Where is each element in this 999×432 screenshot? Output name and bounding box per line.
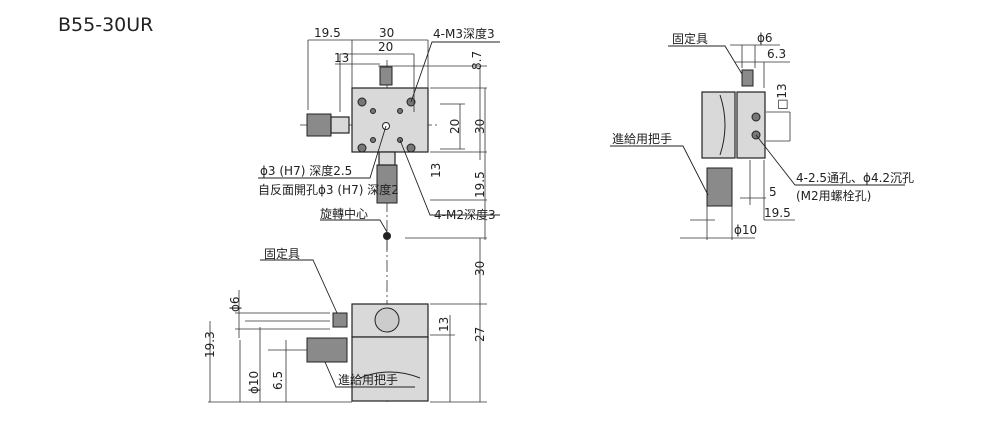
scale-marks <box>359 371 421 379</box>
stage-base <box>351 336 429 402</box>
top-view: 19.5 30 20 13 8.7 20 30 13 19.5 4-M3深度3 … <box>258 26 500 250</box>
feed-knob <box>306 337 348 363</box>
m2-hole <box>370 137 376 143</box>
dim-13: 13 <box>334 51 349 65</box>
rotation-center-mark <box>383 232 391 240</box>
dim-20: 20 <box>378 40 393 54</box>
dim-8-7: 8.7 <box>470 51 484 70</box>
knob-shaft-bottom <box>378 151 396 166</box>
label-feed-handle: 進給用把手 <box>338 373 398 387</box>
m2-hole <box>397 108 403 114</box>
dim-27: 27 <box>473 327 487 342</box>
dim-19-5: 19.5 <box>764 206 791 220</box>
label-back-hole: 自反面開孔ϕ3 (H7) 深度2 <box>258 182 399 197</box>
stage-body <box>351 87 429 153</box>
dim-19-5-right: 19.5 <box>473 171 487 198</box>
label-bolt-holes: (M2用螺栓孔) <box>796 188 871 203</box>
label-rotation-center: 旋轉中心 <box>320 206 368 221</box>
label-feed-handle: 進給用把手 <box>612 132 672 146</box>
clamp <box>332 312 348 328</box>
dim-30: 30 <box>379 26 394 40</box>
label-phi3-h7: ϕ3 (H7) 深度2.5 <box>260 163 352 178</box>
dim-phi6: ϕ6 <box>228 296 242 312</box>
label-clamp: 固定具 <box>264 246 300 261</box>
dim-19-3: 19.3 <box>203 331 217 358</box>
dim-5: 5 <box>769 185 777 199</box>
feed-knob <box>706 167 733 207</box>
m2-hole <box>370 108 376 114</box>
dim-20-right: 20 <box>448 119 462 134</box>
m3-hole <box>357 97 367 107</box>
bolt-hole <box>751 112 761 122</box>
label-through-holes: 4-2.5通孔、ϕ4.2沉孔 <box>796 171 914 185</box>
dim-phi6: ϕ6 <box>757 31 773 45</box>
stage-side <box>736 91 766 159</box>
scale-plate <box>701 91 736 159</box>
label-4-m3-depth3: 4-M3深度3 <box>433 26 495 41</box>
dim-30-right: 30 <box>473 119 487 134</box>
dim-square-13: □13 <box>775 83 789 110</box>
clamp <box>741 69 754 87</box>
label-4-m2-depth3: 4-M2深度3 <box>434 207 496 222</box>
side-view: ϕ6 6.3 □13 5 19.5 ϕ10 固定具 進給用把手 4-2.5通孔、… <box>610 31 914 240</box>
dim-19-5: 19.5 <box>314 26 341 40</box>
m3-hole <box>406 143 416 153</box>
rotary-disk <box>374 307 400 333</box>
dim-6-3: 6.3 <box>767 47 786 61</box>
front-view: ϕ6 19.3 ϕ10 6.5 30 13 27 固定具 進給用把手 <box>203 238 487 403</box>
feed-knob <box>306 113 332 137</box>
dim-6-5: 6.5 <box>271 371 285 390</box>
dim-30: 30 <box>473 261 487 276</box>
knob-shaft <box>330 116 350 134</box>
scale-arc <box>719 94 726 156</box>
product-model-title: B55-30UR <box>58 14 154 36</box>
clamp <box>379 66 393 86</box>
dim-13-right: 13 <box>429 163 443 178</box>
dim-phi10: ϕ10 <box>247 371 261 394</box>
dim-13: 13 <box>437 317 451 332</box>
label-clamp: 固定具 <box>672 31 708 46</box>
m3-hole <box>357 143 367 153</box>
dim-phi10: ϕ10 <box>734 223 757 237</box>
